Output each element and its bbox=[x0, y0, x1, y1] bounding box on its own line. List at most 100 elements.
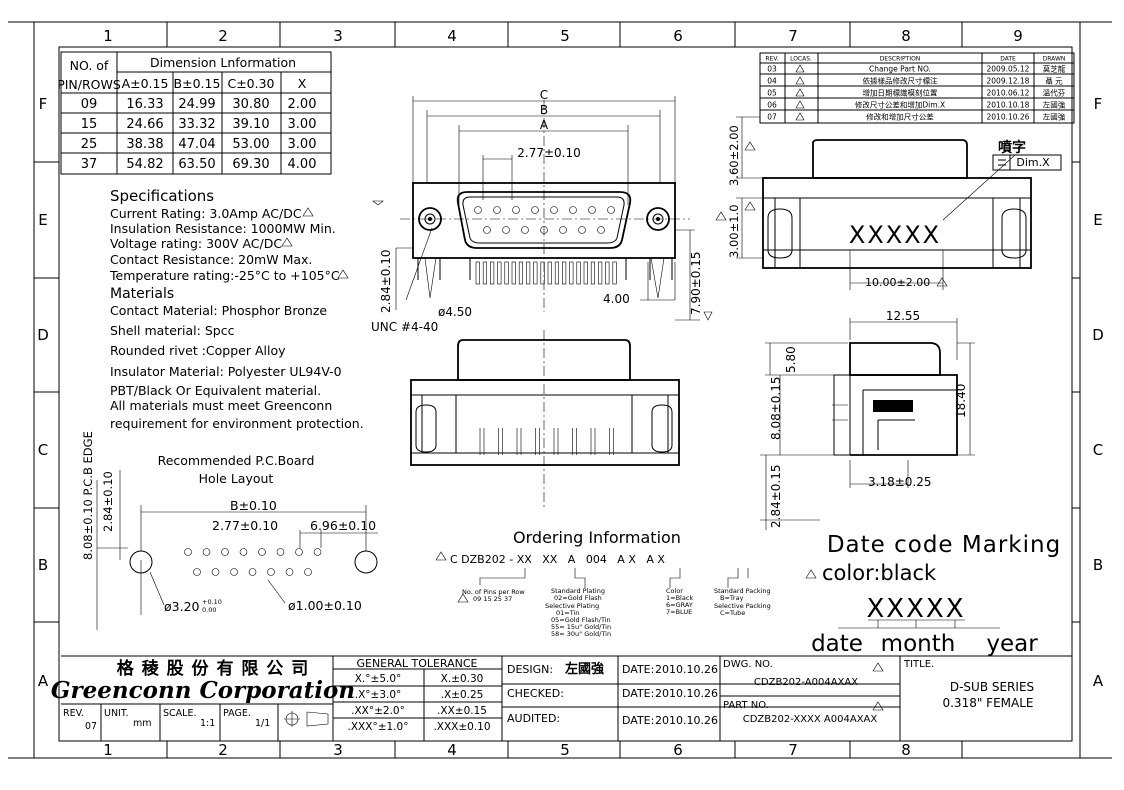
pin-hole bbox=[588, 206, 596, 214]
pcb-title: Recommended P.C.Board bbox=[158, 453, 315, 468]
rev-table-cell: Change Part NO. bbox=[869, 65, 931, 74]
pcb-dim-b: B±0.10 bbox=[230, 498, 277, 513]
rev-table-cell: 左國強 bbox=[1043, 100, 1066, 110]
ordering-info: Ordering Information C DZB202 - XX XX A … bbox=[435, 528, 771, 638]
pcb-hole bbox=[239, 548, 248, 556]
rev-table-cell: 07 bbox=[767, 113, 777, 122]
rev-triangle-icon bbox=[795, 88, 805, 97]
rev-table-cell: 溫代芬 bbox=[1043, 88, 1066, 98]
rev-triangle-icon bbox=[795, 64, 805, 73]
col-label: 8 bbox=[901, 27, 911, 45]
row-label: A bbox=[38, 672, 49, 690]
company-en: Greenconn Corporation bbox=[51, 677, 355, 704]
dim-table-cell: 47.04 bbox=[178, 137, 215, 152]
dim-table-cell: 16.33 bbox=[126, 97, 163, 112]
dwg-no: CDZB202-A004AXAX bbox=[754, 677, 858, 688]
pin-hole bbox=[550, 206, 558, 214]
plating-line: 02=Gold Flash bbox=[554, 594, 602, 602]
col-b: B±0.15 bbox=[174, 76, 221, 91]
dim-table-cell: 09 bbox=[81, 97, 98, 112]
plating-line: 01=Tin bbox=[556, 609, 579, 617]
row-label: E bbox=[38, 211, 47, 229]
dim-1000: 10.00±2.00 bbox=[865, 276, 930, 289]
contact-tail bbox=[576, 261, 581, 285]
header-no: NO. of bbox=[70, 58, 109, 73]
color-line: 1=Black bbox=[666, 594, 693, 602]
date-code-year: year bbox=[986, 631, 1038, 657]
col-c: C±0.30 bbox=[227, 76, 274, 91]
checked-label: CHECKED: bbox=[507, 687, 564, 700]
dim-table-cell: 30.80 bbox=[232, 97, 269, 112]
col-label: 8 bbox=[901, 741, 911, 759]
col-label: 1 bbox=[103, 27, 113, 45]
contact-tail bbox=[583, 261, 588, 285]
pin-hole bbox=[559, 226, 567, 234]
pin-hole bbox=[607, 206, 615, 214]
ordering-title: Ordering Information bbox=[513, 528, 681, 547]
contact-tail bbox=[598, 261, 603, 285]
contact-tail bbox=[540, 261, 545, 285]
contact-tail bbox=[490, 261, 495, 285]
col-label: 7 bbox=[788, 741, 798, 759]
pcb-hole bbox=[313, 548, 322, 556]
page-value: 1/1 bbox=[255, 718, 270, 729]
row-label: F bbox=[39, 95, 48, 113]
contact-tail bbox=[482, 261, 488, 285]
material-line: Contact Material: Phosphor Bronze bbox=[110, 303, 327, 318]
row-label: D bbox=[1092, 326, 1104, 344]
dim-c: C bbox=[540, 88, 548, 102]
header-title: Dimension Lnformation bbox=[150, 55, 296, 70]
col-label: 4 bbox=[447, 741, 457, 759]
spec-line: Temperature rating:-25°C to +105°C bbox=[109, 268, 340, 283]
dim-table-cell: 33.32 bbox=[178, 117, 215, 132]
specifications: Specifications Current Rating: 3.0Amp AC… bbox=[109, 187, 364, 431]
contact-pin bbox=[609, 428, 614, 455]
rev-table-cell: 03 bbox=[767, 65, 777, 74]
pcb-tol-dn: 0.00 bbox=[202, 606, 216, 614]
pcb-tol-up: +0.10 bbox=[202, 598, 222, 606]
pcb-dim-100: ø1.00±0.10 bbox=[288, 598, 362, 613]
material-line: Rounded rivet :Copper Alloy bbox=[110, 343, 286, 358]
pcb-dim-284: 2.84±0.10 bbox=[101, 471, 115, 532]
pcb-subtitle: Hole Layout bbox=[199, 471, 274, 486]
header-pinrows: PIN/ROWS bbox=[57, 77, 121, 92]
material-line: All materials must meet Greenconn bbox=[110, 398, 332, 413]
date-code-xxxxx: XXXXX bbox=[866, 594, 965, 624]
dim-284b: 2.84±0.15 bbox=[769, 465, 783, 529]
front-view: C B A 2.77±0.10 ø4.50 UNC #4-40 4.00 2.8… bbox=[371, 88, 713, 334]
rev-triangle-icon bbox=[795, 100, 805, 109]
dim-table-cell: 37 bbox=[81, 157, 98, 172]
rev-table-cell: 05 bbox=[767, 89, 777, 98]
plating-line: 58= 30u" Gold/Tin bbox=[551, 630, 611, 638]
rev-table-cell: 04 bbox=[767, 77, 777, 86]
pins-values: 09 15 25 37 bbox=[473, 595, 512, 603]
date-1: 2010.10.26 bbox=[655, 663, 718, 676]
unit-label: UNIT. bbox=[104, 708, 129, 719]
contact-tail bbox=[526, 261, 531, 285]
page-label: PAGE. bbox=[223, 708, 251, 719]
dim-table-cell: 24.99 bbox=[178, 97, 215, 112]
contact-pin bbox=[572, 428, 577, 455]
pin-hole bbox=[493, 206, 501, 214]
row-label: E bbox=[1093, 211, 1102, 229]
contact-tail bbox=[511, 261, 516, 285]
contact-tail bbox=[562, 261, 567, 285]
col-label: 2 bbox=[218, 27, 228, 45]
pcb-hole bbox=[184, 548, 192, 556]
pcb-layout: Recommended P.C.Board Hole Layout 8.08±0… bbox=[81, 431, 378, 630]
dim-580: 5.80 bbox=[784, 346, 798, 373]
pcb-edge: 8.08±0.10 P.C.B EDGE bbox=[81, 431, 95, 560]
pcb-hole bbox=[267, 568, 275, 576]
date-code-title: Date code Marking bbox=[827, 532, 1061, 558]
col-label: 6 bbox=[673, 27, 683, 45]
pcb-dim-320: ø3.20 bbox=[164, 599, 200, 614]
side-view: XXXXX 3.60±2.00 3.00±1.0 10.00±2.00 Dim.… bbox=[715, 116, 1062, 290]
packing-line: C=Tube bbox=[720, 609, 745, 617]
rev-table-cell: 莫芝龍 bbox=[1043, 64, 1066, 74]
plating-line: Selective Plating bbox=[545, 602, 599, 610]
color-line: Color bbox=[666, 587, 683, 595]
spec-line: Contact Resistance: 20mW Max. bbox=[110, 252, 312, 267]
dim-table-cell: 24.66 bbox=[126, 117, 163, 132]
dim-b: B bbox=[540, 103, 548, 117]
